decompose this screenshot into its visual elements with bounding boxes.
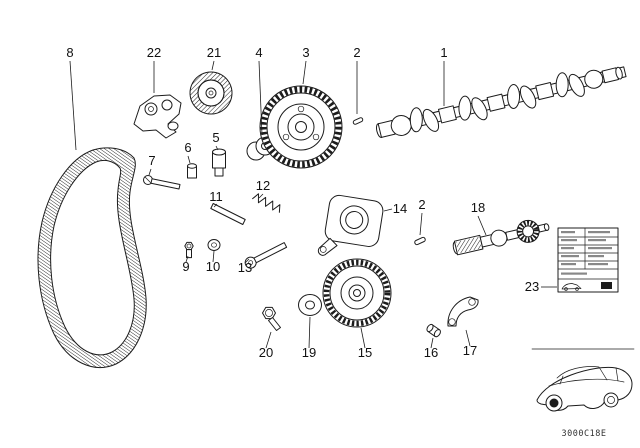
part-callout-17[interactable]: 17 [463,343,477,358]
camshaft-sprocket-drawing [259,85,343,169]
washer-10-drawing [207,239,221,251]
part-callout-14[interactable]: 14 [393,201,407,216]
part-callout-16[interactable]: 16 [424,345,438,360]
disc-19-drawing [298,294,322,316]
part-callout-12[interactable]: 12 [256,178,270,193]
part-callout-19[interactable]: 19 [302,345,316,360]
part-callout-5[interactable]: 5 [212,130,219,145]
part-callout-3[interactable]: 3 [302,45,309,60]
legend-car-icon [561,283,582,291]
stud-6-drawing [187,163,197,179]
plug-16-drawing [426,323,441,338]
bolt-20-drawing [262,306,281,331]
part-callout-8[interactable]: 8 [66,45,73,60]
timing-belt-drawing [37,147,147,368]
camshaft-drawing [375,66,627,138]
part-callout-4[interactable]: 4 [255,45,262,60]
dowel-pin-mid-drawing [414,236,426,246]
car-icon [536,366,633,412]
part-callout-23[interactable]: 23 [525,279,539,294]
seal-cover-drawing [189,71,233,115]
part-callout-21[interactable]: 21 [207,45,221,60]
part-callout-9[interactable]: 9 [182,259,189,274]
part-callout-6[interactable]: 6 [184,140,191,155]
bracket-17-drawing [447,296,479,327]
bolt-9-drawing [184,241,194,259]
drawing-code: 3000C18E [562,429,607,439]
part-callout-15[interactable]: 15 [358,345,372,360]
dowel-pin-top-drawing [352,117,364,125]
part-callout-18[interactable]: 18 [471,200,485,215]
legend-marker-square [601,282,612,289]
spring-drawing [252,193,281,213]
part-callout-13[interactable]: 13 [238,260,252,275]
part-callout-1[interactable]: 1 [440,45,447,60]
tensioner-lever-drawing [133,94,182,139]
stud-5-drawing [212,148,226,177]
part-callout-2-top[interactable]: 2 [353,45,360,60]
part-callout-10[interactable]: 10 [206,259,220,274]
intermediate-sprocket-drawing [322,258,392,328]
callouts: 8 22 21 4 3 2 1 7 6 5 11 12 14 2 18 9 10… [66,45,539,360]
part-callout-7[interactable]: 7 [148,153,155,168]
screw-7-drawing [143,175,181,190]
leader-lines [69,60,557,349]
drive-shaft-drawing [452,219,550,256]
part-callout-20[interactable]: 20 [259,345,273,360]
legend-table [557,227,619,293]
part-callout-2-mid[interactable]: 2 [418,197,425,212]
tensioner-bracket-drawing [317,194,384,256]
part-callout-22[interactable]: 22 [147,45,161,60]
part-callout-11[interactable]: 11 [209,189,223,204]
stud-11-drawing [210,203,246,225]
